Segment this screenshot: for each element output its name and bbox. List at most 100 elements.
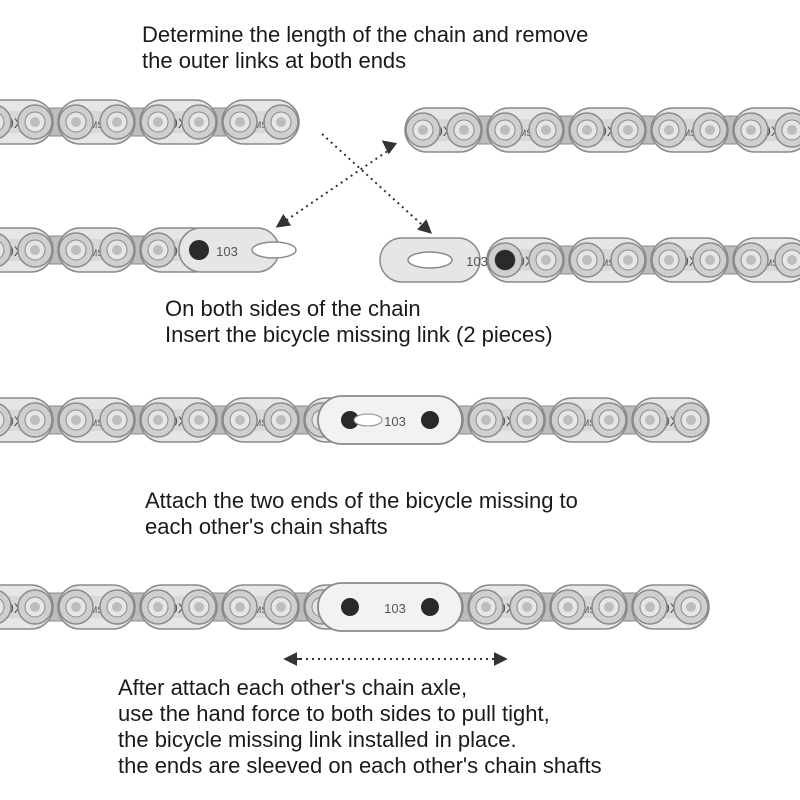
roller-pin-center: [582, 255, 592, 265]
roller-pin-center: [71, 245, 81, 255]
missing-link-code: 103: [216, 244, 238, 259]
step-4-line-4: the ends are sleeved on each other's cha…: [118, 753, 602, 778]
roller-pin-center: [71, 415, 81, 425]
missing-link-pin: [341, 598, 359, 616]
roller: [0, 403, 12, 437]
roller-pin-center: [112, 117, 122, 127]
roller-pin-center: [30, 415, 40, 425]
roller-pin-center: [112, 415, 122, 425]
roller-pin-center: [71, 117, 81, 127]
roller-pin-center: [459, 125, 469, 135]
dotted-arrow-to-right-link-start: [381, 140, 398, 155]
chain-joined-locked: 9XSUMSAN9XSUMSAN9XSUMSAN9XSUMSAN9X103: [0, 582, 710, 632]
roller-pin-center: [645, 602, 655, 612]
roller-pin-center: [705, 255, 715, 265]
roller-pin-center: [153, 117, 163, 127]
plate-marking: SUMSAN: [241, 605, 280, 615]
roller-pin-center: [30, 245, 40, 255]
roller-pin-center: [582, 125, 592, 135]
missing-link-pin: [189, 240, 209, 260]
roller-pin-center: [276, 117, 286, 127]
missing-link-plate: [317, 582, 463, 632]
roller-pin-center: [522, 602, 532, 612]
roller-pin-center: [235, 415, 245, 425]
roller-pin-center: [276, 602, 286, 612]
roller-pin-center: [235, 117, 245, 127]
plate-marking: SUMSAN: [241, 120, 280, 130]
plate-marking: SUMSAN: [588, 258, 627, 268]
step-4-caption: After attach each other's chain axle, us…: [118, 675, 602, 779]
roller-pin-center: [30, 117, 40, 127]
step-4-line-3: the bicycle missing link installed in pl…: [118, 727, 517, 752]
roller-pin-center: [604, 602, 614, 612]
step-2-line-1: On both sides of the chain: [165, 296, 421, 321]
missing-link-pin: [341, 411, 359, 429]
step-1-caption: Determine the length of the chain and re…: [142, 22, 588, 74]
roller-pin-center: [541, 125, 551, 135]
roller-pin-center: [563, 415, 573, 425]
roller-pin-center: [664, 125, 674, 135]
plate-marking: SUMSAN: [569, 418, 608, 428]
plate-marking: SUMSAN: [77, 248, 116, 258]
plate-marking: SUMSAN: [241, 418, 280, 428]
step-3-caption: Attach the two ends of the bicycle missi…: [145, 488, 578, 540]
roller-pin-center: [705, 125, 715, 135]
roller: [0, 590, 12, 624]
roller-pin-center: [787, 125, 797, 135]
roller-pin-center: [194, 602, 204, 612]
roller-pin-center: [153, 245, 163, 255]
missing-link-code: 103: [466, 254, 488, 269]
plate-marking: SUMSAN: [77, 605, 116, 615]
missing-link-code: 103: [384, 601, 406, 616]
roller-pin-center: [645, 415, 655, 425]
roller-pin-center: [604, 415, 614, 425]
roller-pin-center: [522, 415, 532, 425]
roller-pin-center: [787, 255, 797, 265]
plate-marking: SUMSAN: [506, 128, 545, 138]
roller-pin-center: [623, 255, 633, 265]
roller-pin-center: [563, 602, 573, 612]
step-1-line-1: Determine the length of the chain and re…: [142, 22, 589, 47]
step-4-line-2: use the hand force to both sides to pull…: [118, 701, 550, 726]
step-1-line-2: the outer links at both ends: [142, 48, 407, 73]
step-3-line-1: Attach the two ends of the bicycle missi…: [145, 488, 578, 513]
roller-pin-center: [235, 602, 245, 612]
missing-link-pin: [421, 411, 439, 429]
roller-pin: [0, 113, 5, 131]
step-2-line-2: Insert the bicycle missing link (2 piece…: [165, 322, 553, 347]
roller-pin-center: [746, 255, 756, 265]
missing-link-slot: [353, 413, 383, 427]
roller-pin-center: [112, 245, 122, 255]
missing-link-pin: [495, 250, 515, 270]
plate-marking: SUMSAN: [752, 258, 791, 268]
missing-link-code: 103: [384, 414, 406, 429]
missing-link-slot: [407, 251, 453, 269]
roller-pin-center: [153, 415, 163, 425]
step-3-line-2: each other's chain shafts: [145, 514, 388, 539]
plate-marking: SUMSAN: [77, 418, 116, 428]
roller-pin-center: [194, 117, 204, 127]
roller-pin-center: [112, 602, 122, 612]
roller-pin: [0, 411, 5, 429]
roller-pin: [0, 241, 5, 259]
chain-joined-open: 9XSUMSAN9XSUMSAN9XSUMSAN9XSUMSAN9X103: [0, 395, 710, 445]
roller-pin-center: [664, 255, 674, 265]
roller-pin-center: [686, 602, 696, 612]
roller-pin-center: [481, 415, 491, 425]
roller-pin-center: [71, 602, 81, 612]
step-4-line-1: After attach each other's chain axle,: [118, 675, 468, 700]
plate-marking: SUMSAN: [670, 128, 709, 138]
roller-pin-center: [418, 125, 428, 135]
roller-pin-center: [276, 415, 286, 425]
roller-pin-center: [500, 125, 510, 135]
roller-pin-center: [623, 125, 633, 135]
missing-link-pin: [421, 598, 439, 616]
missing-link-plate: [317, 395, 463, 445]
roller: [0, 105, 12, 139]
roller: [0, 233, 12, 267]
missing-link-slot: [251, 241, 297, 259]
